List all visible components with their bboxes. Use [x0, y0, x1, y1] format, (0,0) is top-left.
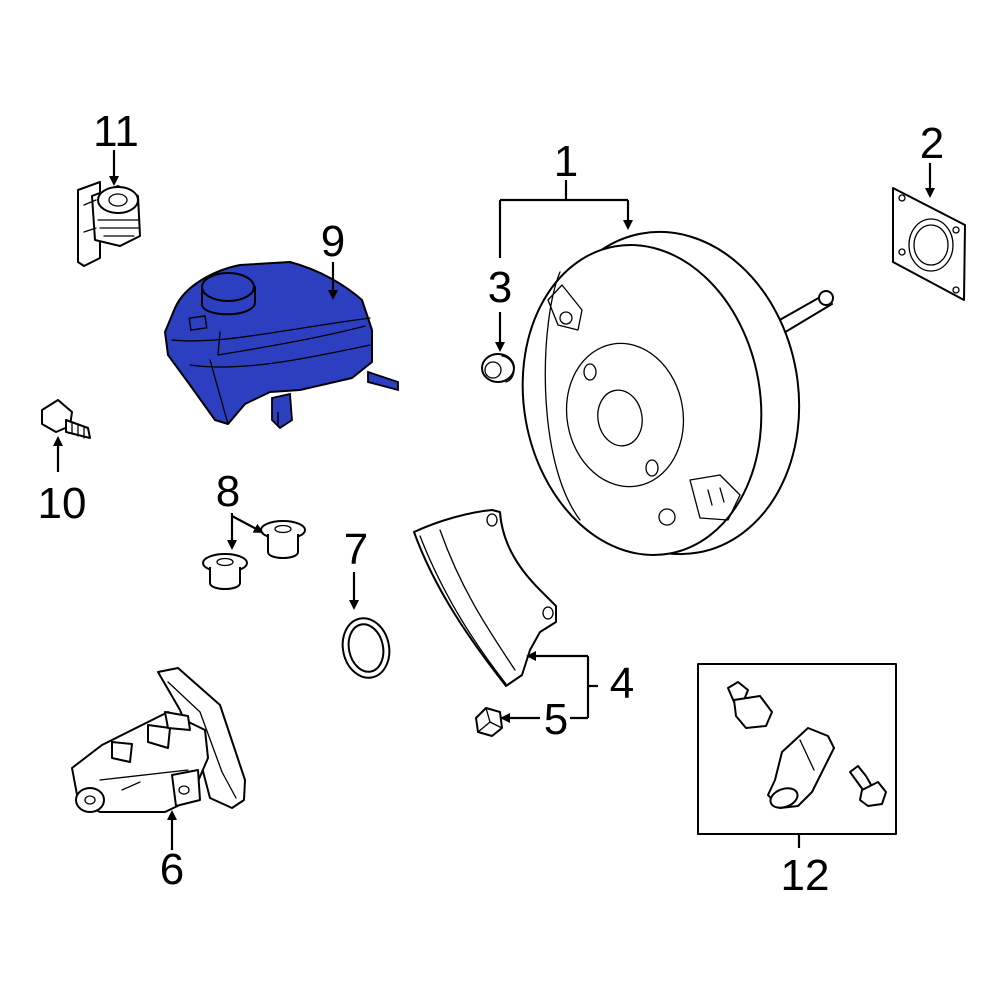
part-9-reservoir[interactable] [164, 261, 399, 430]
callout-2: 2 [920, 119, 944, 168]
callout-1: 1 [554, 137, 578, 186]
part-10-bolt[interactable] [41, 399, 91, 439]
part-7-o-ring[interactable] [337, 614, 394, 682]
callout-8: 8 [216, 467, 240, 516]
callout-5: 5 [544, 695, 568, 744]
callout-9: 9 [321, 217, 345, 266]
part-3-bushing[interactable] [481, 353, 515, 383]
part-1-brake-booster[interactable] [499, 211, 834, 575]
part-12-sensor-kit[interactable] [697, 663, 897, 835]
callout-6: 6 [160, 845, 184, 894]
callout-3: 3 [488, 263, 512, 312]
part-5-nut[interactable] [475, 707, 503, 737]
part-11-bracket[interactable] [77, 181, 141, 267]
callout-4: 4 [610, 659, 634, 708]
callout-12: 12 [781, 851, 830, 900]
part-4-shield[interactable] [413, 509, 557, 687]
callout-pointers [53, 150, 935, 850]
callout-11: 11 [93, 107, 139, 156]
part-2-gasket[interactable] [892, 187, 966, 301]
part-6-master-cylinder[interactable] [71, 667, 246, 813]
callout-10: 10 [38, 479, 87, 528]
part-8-grommets[interactable] [202, 520, 306, 590]
callout-7: 7 [344, 525, 368, 574]
